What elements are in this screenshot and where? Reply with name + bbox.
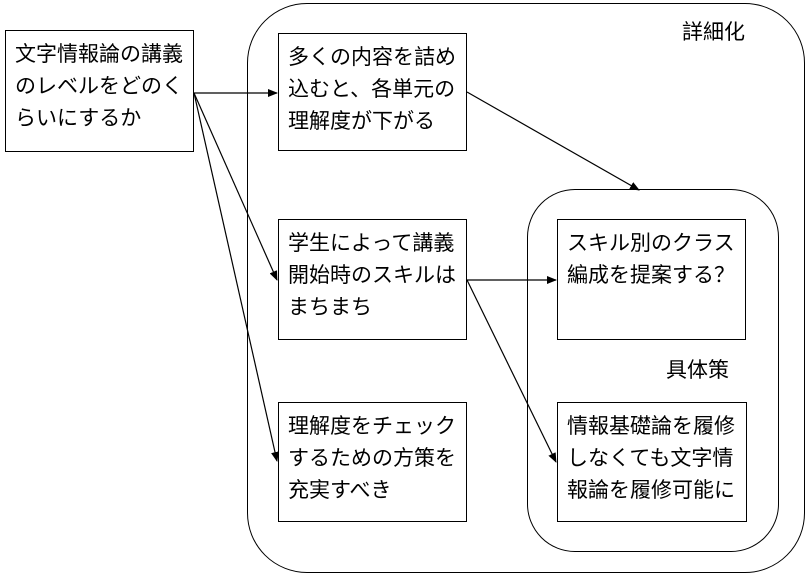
arrow-question-to-skill-varies — [193, 92, 278, 281]
group-detailing-label: 詳細化 — [682, 20, 745, 44]
arrow-understanding-to-concrete-measures — [466, 91, 640, 191]
node-check-method: 理解度をチェックするための方策を充実すべき — [278, 402, 467, 522]
node-skip-basics: 情報基礎論を履修しなくても文字情報論を履修可能に — [557, 402, 747, 522]
group-detailing — [247, 3, 805, 573]
arrow-skill-varies-to-skip-basics — [466, 279, 557, 463]
node-skill-varies: 学生によって講義開始時のスキルはまちまち — [278, 219, 467, 340]
node-lecture-level-question: 文字情報論の講義のレベルをどのくらいにするか — [5, 30, 194, 152]
group-concrete-measures-label: 具体策 — [666, 358, 729, 382]
node-understanding-drop: 多くの内容を詰め込むと、各単元の理解度が下がる — [278, 33, 467, 151]
arrow-question-to-check-method — [193, 92, 279, 462]
node-skill-classes: スキル別のクラス編成を提案する？ — [557, 219, 746, 340]
group-concrete-measures — [527, 189, 779, 552]
